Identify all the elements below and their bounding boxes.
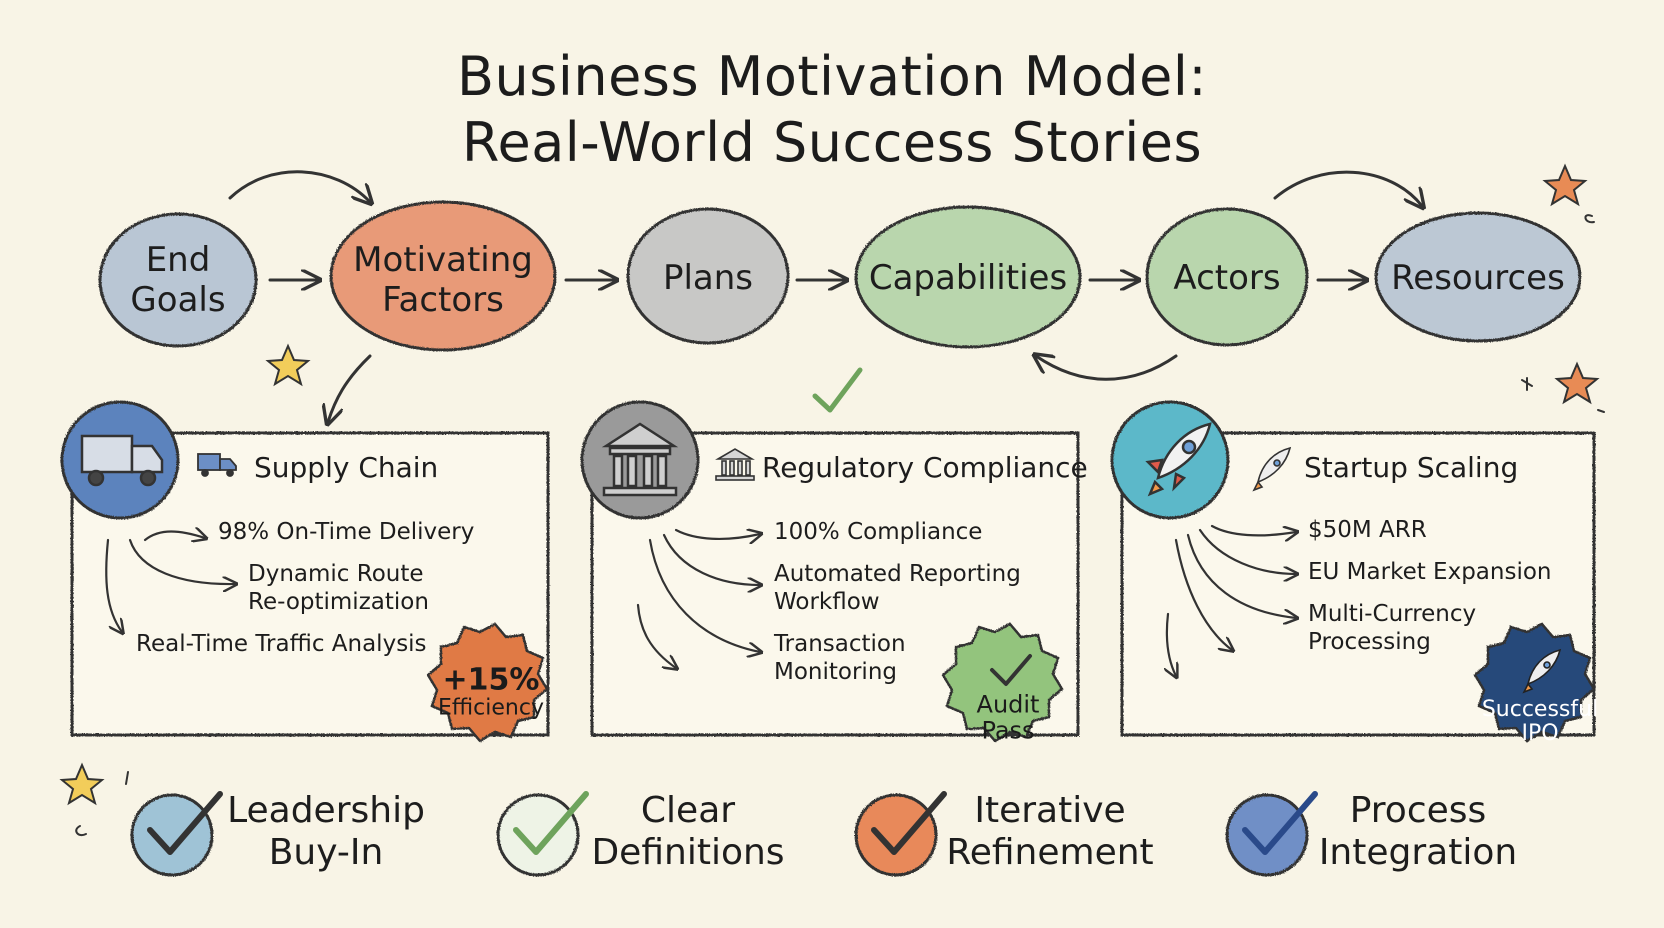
node-motivating-factors xyxy=(329,200,557,352)
seal-successful-ipo xyxy=(1473,622,1596,743)
case-arrow xyxy=(1186,533,1296,618)
case-arrow xyxy=(105,538,122,632)
check-icon xyxy=(1242,791,1318,855)
seal-check-icon xyxy=(990,654,1032,686)
bank-icon xyxy=(601,422,679,497)
case-item: Monitoring xyxy=(774,659,897,685)
case-arrow xyxy=(648,538,760,652)
node-plans xyxy=(626,207,790,345)
truck-icon xyxy=(80,434,164,487)
seal-text-audit-pass: Audit Pass xyxy=(976,690,1040,745)
case-title-supply-chain: Supply Chain xyxy=(254,451,439,484)
case-arrow xyxy=(143,532,205,541)
case-arrow xyxy=(674,530,760,539)
case-item: Multi-Currency xyxy=(1308,601,1477,627)
truck-small-icon xyxy=(197,453,237,477)
seal-efficiency xyxy=(426,622,549,743)
bp-circle-definitions xyxy=(496,793,580,877)
case-item: Workflow xyxy=(774,589,880,615)
sparkle-doodles xyxy=(75,214,1605,836)
node-capabilities xyxy=(854,205,1082,349)
seal-text-ipo: Successful IPO xyxy=(1481,696,1599,746)
case-arrow xyxy=(1174,538,1232,650)
node-actors xyxy=(1145,207,1309,347)
arrow-curve-top-right xyxy=(1273,170,1422,206)
case-arrow xyxy=(128,538,235,584)
node-label-resources: Resources xyxy=(1391,258,1565,298)
star-icon xyxy=(1542,163,1588,207)
arrow-factors-down xyxy=(328,354,372,422)
node-resources xyxy=(1374,211,1582,343)
case-item: Transaction xyxy=(774,631,906,657)
check-mark-icon xyxy=(812,367,863,413)
arrow-curve-top-left xyxy=(228,170,370,202)
case-item: EU Market Expansion xyxy=(1308,559,1552,585)
case-item: $50M ARR xyxy=(1308,517,1427,543)
seal-rocket-icon xyxy=(1522,648,1562,694)
bank-small-icon xyxy=(715,448,755,481)
case-title-startup: Startup Scaling xyxy=(1304,451,1519,484)
case-item: 98% On-Time Delivery xyxy=(218,519,475,545)
node-label-plans: Plans xyxy=(662,258,754,298)
rocket-icon xyxy=(1145,422,1212,497)
check-icon xyxy=(871,791,947,855)
case-title-regulatory: Regulatory Compliance xyxy=(762,451,1088,484)
bp-circle-integration xyxy=(1225,793,1309,877)
star-icon xyxy=(59,762,105,806)
check-icon xyxy=(147,791,223,855)
star-icon xyxy=(1554,361,1600,405)
case-item: 100% Compliance xyxy=(774,519,983,545)
page-title-line2: Real-World Success Stories xyxy=(461,111,1203,174)
case-arrow xyxy=(636,603,676,668)
check-icon xyxy=(513,791,589,855)
bp-circle-leadership xyxy=(130,793,214,877)
case-item: Real-Time Traffic Analysis xyxy=(136,631,427,657)
case-arrow xyxy=(662,533,760,585)
bp-circle-refinement xyxy=(854,793,938,877)
node-label-capabilities: Capabilities xyxy=(868,258,1068,298)
node-end-goals xyxy=(98,212,258,348)
case-arrow xyxy=(1210,524,1296,535)
node-label-actors: Actors xyxy=(1173,258,1281,298)
star-icon xyxy=(265,343,311,387)
case-item: Dynamic Route xyxy=(248,561,424,587)
seal-text-efficiency: +15% Efficiency xyxy=(438,662,544,721)
case-arrow xyxy=(1167,612,1176,676)
case-item: Automated Reporting xyxy=(774,561,1021,587)
case-arrow xyxy=(1198,528,1296,574)
case-item: Re-optimization xyxy=(248,589,429,615)
case-item: Processing xyxy=(1308,629,1431,655)
arrow-actors-back xyxy=(1036,356,1178,381)
rocket-small-icon xyxy=(1252,446,1292,492)
case-icon-circle-regulatory xyxy=(580,400,700,520)
page-title-line1: Business Motivation Model: xyxy=(456,45,1208,108)
